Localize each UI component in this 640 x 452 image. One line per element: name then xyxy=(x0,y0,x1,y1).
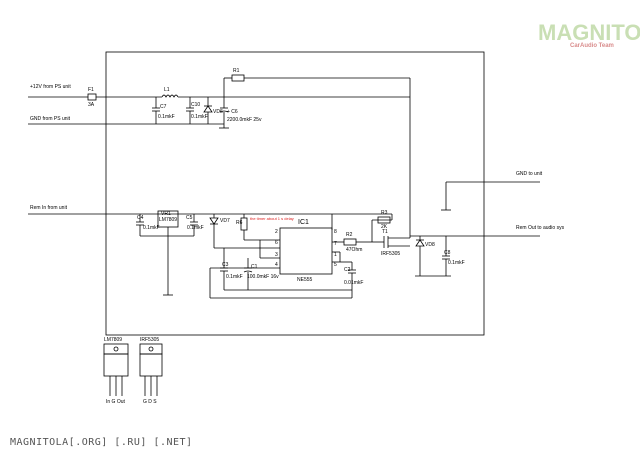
label-c6-value: 2200.0mkF 25v xyxy=(227,117,262,123)
label-r6: R6 xyxy=(236,220,243,226)
package-lm7809-label: LM7809 xyxy=(104,337,122,343)
label-c7: C7 xyxy=(160,104,167,110)
label-vd7: VD7 xyxy=(220,218,230,224)
label-ic1: IC1 xyxy=(298,219,309,226)
pin-6: 6 xyxy=(275,240,278,246)
package-lm7809-body xyxy=(103,353,129,377)
package-lm7809-hole xyxy=(113,346,119,352)
pin-8: 8 xyxy=(334,229,337,235)
label-gnd-in: GND from PS unit xyxy=(30,116,71,122)
label-ic1-value: NE555 xyxy=(297,277,313,283)
label-r2: R2 xyxy=(346,232,353,238)
package-lm7809-tab xyxy=(103,343,129,355)
logo-subtitle: CarAudio Team xyxy=(570,43,614,49)
cap-c6-plate xyxy=(219,110,229,113)
resistor-r2 xyxy=(343,238,357,246)
label-c8: C8 xyxy=(444,250,451,256)
inductor-l1 xyxy=(161,94,179,98)
label-c6: + C6 xyxy=(227,109,238,115)
label-rem-in: Rem In from unit xyxy=(30,205,68,211)
label-r3: R3 xyxy=(381,210,388,216)
label-c5-value: 0.1mkF xyxy=(187,225,204,231)
label-c2: C2 xyxy=(344,267,351,273)
label-c10-value: 0.1mkF xyxy=(191,114,208,120)
label-l1: L1 xyxy=(164,87,170,93)
resistor-r3 xyxy=(377,216,391,224)
label-r1: R1 xyxy=(233,68,240,74)
footer-text: MAGNITOLA[.ORG] [.RU] [.NET] xyxy=(10,437,193,448)
pin-7: 7 xyxy=(334,241,337,247)
label-c1-value: 100.0mkF 16v xyxy=(247,274,279,280)
label-c1: C1 xyxy=(251,264,258,270)
label-c7-value: 0.1mkF xyxy=(158,114,175,120)
logo-text: MAGNITOLA xyxy=(538,20,640,45)
package-irf5305-pins: G D S xyxy=(143,399,157,405)
label-12v-in: +12V from PS unit xyxy=(30,84,71,90)
package-lm7809-pins: In G Out xyxy=(106,399,126,405)
label-c3-value: 0.1mkF xyxy=(226,274,243,280)
label-f1: F1 xyxy=(88,87,94,93)
board-outline xyxy=(105,51,485,336)
pin-5: 5 xyxy=(334,262,337,268)
label-gnd-out: GND to unit xyxy=(516,171,543,177)
label-vr1-value: LM7809 xyxy=(159,217,177,223)
fuse-f1 xyxy=(87,93,97,101)
note-delay: the timer about 1 s delay xyxy=(250,216,294,221)
label-t1-value: IRF5305 xyxy=(381,251,400,257)
label-vr1: VR1 xyxy=(161,211,171,217)
ic-ic1 xyxy=(279,227,333,275)
label-vd6: VD6 xyxy=(213,109,223,115)
label-rem-out: Rem Out to audio sys xyxy=(516,225,565,231)
label-c3: C3 xyxy=(222,262,229,268)
label-c10: C10 xyxy=(191,102,200,108)
package-irf5305-tab xyxy=(139,343,163,355)
label-t1: T1 xyxy=(382,229,388,235)
label-f1-value: 3A xyxy=(88,102,95,108)
package-irf5305-body xyxy=(139,353,163,377)
package-irf5305-label: IRF5305 xyxy=(140,337,159,343)
label-c4-value: 0.1mkF xyxy=(143,225,160,231)
label-vd8: VD8 xyxy=(425,242,435,248)
resistor-r1 xyxy=(231,74,245,82)
cap-c1-plate xyxy=(243,270,253,273)
diode-vd7 xyxy=(209,217,219,225)
label-c4: C4 xyxy=(137,215,144,221)
pin-2: 2 xyxy=(275,229,278,235)
label-c8-value: 0.1mkF xyxy=(448,260,465,266)
label-r2-value: 47Ohm xyxy=(346,247,362,253)
diode-vd8 xyxy=(415,239,425,247)
label-r3-value: 2K xyxy=(381,224,388,230)
label-c5: C5 xyxy=(186,215,193,221)
diode-vd6 xyxy=(203,105,213,113)
pin-1: 1 xyxy=(334,252,337,258)
label-c2-value: 0.01mkF xyxy=(344,280,363,286)
pin-4: 4 xyxy=(275,262,278,268)
package-irf5305-hole xyxy=(148,346,154,352)
pin-3: 3 xyxy=(275,252,278,258)
